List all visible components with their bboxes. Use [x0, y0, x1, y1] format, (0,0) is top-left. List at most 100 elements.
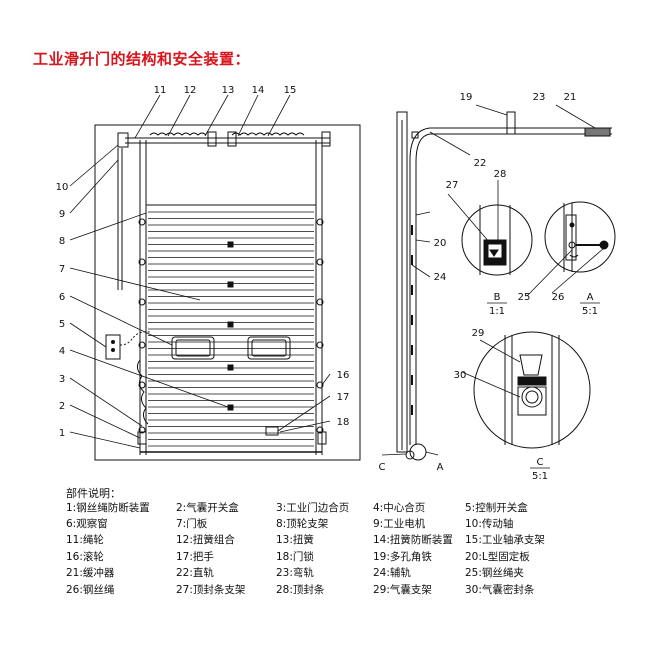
legend-item: 8:顶轮支架	[276, 518, 329, 531]
legend-item: 30:气囊密封条	[465, 583, 535, 596]
motor-drum	[117, 132, 129, 148]
legend-item: 18:门锁	[276, 550, 314, 563]
section-a-label: A	[587, 292, 594, 303]
page-title: 工业滑升门的结构和安全装置：	[33, 50, 251, 68]
legend-row: 26:钢丝绳 27:顶封条支架 28:顶封条 29:气囊支架 30:气囊密封条	[66, 581, 626, 597]
callout-28: 28	[494, 169, 507, 180]
legend-item: 7:门板	[176, 518, 208, 531]
callout-23: 23	[533, 92, 546, 103]
callout-12: 12	[184, 85, 197, 96]
legend-heading: 部件说明：	[66, 487, 121, 500]
callout-3: 3	[59, 374, 65, 385]
legend-item: 27:顶封条支架	[176, 583, 246, 596]
legend-item: 4:中心合页	[373, 501, 426, 514]
legend-item: 10:传动轴	[465, 518, 514, 531]
callout-labels: 11 12 13 14 15 10 9 8 7 6 5 4 3 2 1 16 1…	[56, 85, 577, 439]
section-b-label: B	[494, 292, 501, 303]
legend-row: 6:观察窗 7:门板 8:顶轮支架 9:工业电机 10:传动轴	[66, 515, 626, 531]
callout-27: 27	[446, 180, 459, 191]
wall-outline	[94, 124, 361, 461]
legend-item: 15:工业轴承支架	[465, 534, 545, 547]
callout-8: 8	[59, 236, 65, 247]
door-lock	[265, 426, 279, 436]
legend-row: 1:钢丝绳防断装置 2:气囊开关盒 3:工业门边合页 4:中心合页 5:控制开关盒	[66, 499, 626, 515]
legend-item: 17:把手	[176, 550, 214, 563]
detail-b	[461, 204, 533, 276]
callout-17: 17	[337, 392, 350, 403]
bumper	[584, 127, 611, 137]
callout-13: 13	[222, 85, 235, 96]
callout-21: 21	[564, 92, 577, 103]
section-b-scale: 1:1	[489, 306, 505, 317]
rollers	[138, 218, 324, 434]
callout-24: 24	[434, 272, 447, 283]
callout-22: 22	[474, 158, 487, 169]
legend-row: 11:绳轮 12:扭簧组合 13:扭簧 14:扭簧防断装置 15:工业轴承支架	[66, 532, 626, 548]
callout-5: 5	[59, 319, 65, 330]
callout-6: 6	[59, 292, 65, 303]
section-c-label: C	[537, 457, 544, 468]
window-right	[247, 336, 291, 360]
callout-15: 15	[284, 85, 297, 96]
callout-14: 14	[252, 85, 265, 96]
mark-c: C	[379, 462, 386, 473]
callout-18: 18	[337, 417, 350, 428]
angle-iron	[506, 111, 516, 135]
callout-1: 1	[59, 428, 65, 439]
torsion-shaft	[117, 131, 331, 148]
mark-a: A	[437, 462, 444, 473]
callout-30: 30	[454, 370, 467, 381]
legend-item: 22:直轨	[176, 567, 214, 580]
wall-section	[396, 111, 408, 453]
detail-c	[473, 331, 591, 449]
window-left	[171, 336, 215, 360]
callout-19: 19	[460, 92, 473, 103]
legend-item: 1:钢丝绳防断装置	[66, 501, 150, 514]
legend-item: 23:弯轨	[276, 567, 314, 580]
legend-item: 14:扭簧防断装置	[373, 534, 453, 547]
legend-item: 25:钢丝绳夹	[465, 567, 524, 580]
door-panel-lines	[148, 211, 314, 447]
detail-a	[544, 201, 616, 273]
callout-25: 25	[518, 292, 531, 303]
front-view	[94, 124, 361, 461]
callout-4: 4	[59, 346, 65, 357]
legend-item: 28:顶封条	[276, 583, 325, 596]
callout-26: 26	[552, 292, 565, 303]
legend-item: 16:滚轮	[66, 550, 104, 563]
legend-item: 21:缓冲器	[66, 567, 115, 580]
section-labels: B 1:1 A 5:1 C 5:1 C A	[379, 292, 600, 482]
callout-7: 7	[59, 264, 65, 275]
center-hinges	[227, 241, 234, 411]
curved-track	[409, 127, 431, 445]
callout-10: 10	[56, 182, 69, 193]
legend-item: 13:扭簧	[276, 534, 314, 547]
section-a-scale: 5:1	[582, 306, 598, 317]
legend-item: 26:钢丝绳	[66, 583, 115, 596]
legend-item: 2:气囊开关盒	[176, 501, 239, 514]
callout-29: 29	[472, 328, 485, 339]
control-switch-box	[105, 334, 121, 360]
callout-16: 16	[337, 370, 350, 381]
side-view	[396, 111, 612, 461]
legend-item: 5:控制开关盒	[465, 501, 528, 514]
legend-item: 9:工业电机	[373, 518, 426, 531]
legend-item: 19:多孔角铁	[373, 550, 432, 563]
legend-item: 20:L型固定板	[465, 550, 530, 563]
legend-item: 6:观察窗	[66, 518, 108, 531]
callout-20: 20	[434, 238, 447, 249]
callout-9: 9	[59, 209, 65, 220]
section-c-scale: 5:1	[532, 471, 548, 482]
callout-11: 11	[154, 85, 167, 96]
legend-item: 11:绳轮	[66, 534, 104, 547]
legend-item: 24:辅轨	[373, 567, 411, 580]
callout-2: 2	[59, 401, 65, 412]
legend-item: 29:气囊支架	[373, 583, 432, 596]
legend-item: 3:工业门边合页	[276, 501, 350, 514]
leader-lines	[69, 94, 605, 456]
legend-row: 16:滚轮 17:把手 18:门锁 19:多孔角铁 20:L型固定板	[66, 548, 626, 564]
legend-row: 21:缓冲器 22:直轨 23:弯轨 24:辅轨 25:钢丝绳夹	[66, 565, 626, 581]
legend-item: 12:扭簧组合	[176, 534, 235, 547]
